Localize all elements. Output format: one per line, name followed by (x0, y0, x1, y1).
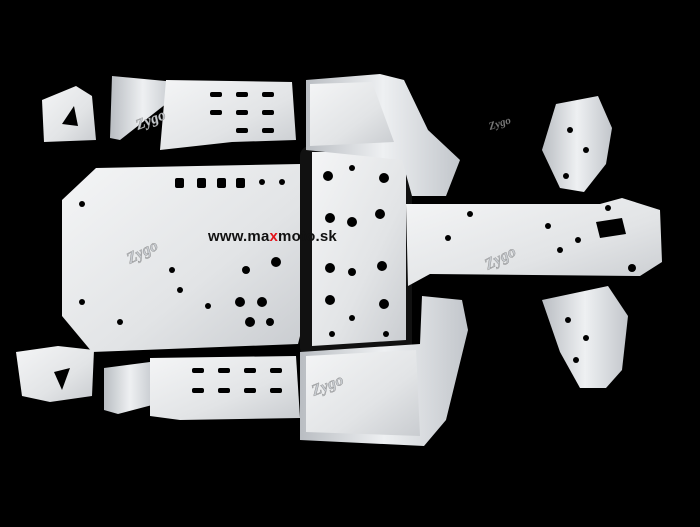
lower-left-rail (104, 356, 300, 420)
main-skid-plate (62, 164, 300, 352)
lower-right-rail (300, 296, 468, 446)
upper-left-bracket (42, 86, 96, 142)
watermark-accent: x (269, 228, 279, 245)
upper-right-guard (542, 96, 612, 192)
website-watermark: www.maxmoto.sk (208, 228, 337, 245)
lower-left-bracket (16, 346, 94, 402)
lower-right-guard (542, 286, 628, 388)
front-skid-plate (406, 198, 662, 286)
upper-left-rail (110, 76, 296, 150)
center-skid-plate (300, 146, 412, 358)
watermark-suffix: moto.sk (278, 228, 337, 245)
watermark-prefix: www.ma (208, 228, 270, 245)
upper-right-rail (306, 74, 460, 196)
